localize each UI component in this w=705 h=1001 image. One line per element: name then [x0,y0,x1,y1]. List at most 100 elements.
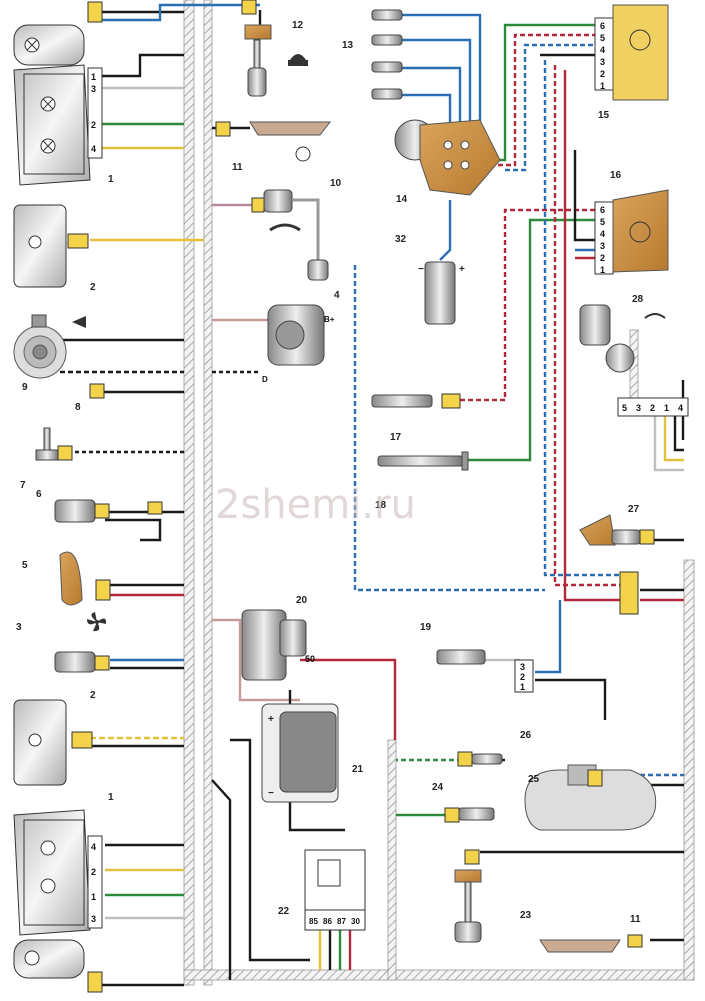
watermark: 2shemi.ru [215,482,416,528]
label-relay-22: 22 [278,906,290,917]
label-fog-top: 2 [90,282,96,293]
label-brake-11b: 11 [630,914,641,925]
sw15-pin-2: 2 [600,69,605,79]
oil-pressure-sensor-12: 12 [241,0,308,97]
label-brake-fluid-11: 11 [232,162,243,173]
m16-pin-4: 4 [600,229,605,239]
brake-warning-icon [295,146,311,162]
hl-top-pin-1: 1 [91,72,96,82]
m16-pin-1: 1 [600,265,605,275]
hl-bottom-pin-4: 3 [91,914,96,924]
horn: 9 8 [13,314,105,413]
label-battery-21: 21 [352,764,364,775]
fan-switch: 5 [22,551,111,632]
hl-bottom-pin-3: 1 [91,892,96,902]
label-sensor-27: 27 [628,504,640,515]
sensor-18: 18 [375,451,469,511]
hl-bottom-pin-1: 4 [91,842,96,852]
label-fog-bottom: 2 [90,690,96,701]
relay-87: 87 [337,917,346,926]
relay-30: 30 [351,917,360,926]
fog-lamp-top: 2 [13,204,96,293]
label-switch-6: 6 [36,489,42,500]
brake-sensor-11-bottom: 11 [539,914,643,953]
starter-50: 50 [305,654,315,664]
label-fan-switch: 5 [22,560,28,571]
distributor: 14 [394,119,501,205]
relay-86: 86 [323,917,332,926]
coil-plus: + [459,264,465,275]
bat-plus: + [268,714,274,725]
label-module-15: 15 [598,110,610,121]
label-module-16: 16 [610,170,622,181]
gen-d: D [262,375,268,384]
hl-top-pin-4: 4 [91,144,96,154]
sw15-pin-3: 3 [600,57,605,67]
label-temp-sensor-3: 3 [16,622,22,633]
label-distributor-14: 14 [396,194,408,205]
label-coil-32: 32 [395,234,407,245]
wiper-pin-1: 1 [664,403,669,413]
coil-minus: − [418,264,424,275]
bat-minus: − [268,788,274,799]
brake-fluid-sensor-11: 11 [215,121,332,173]
sw15-pin-6: 6 [600,21,605,31]
sw15-pin-1: 1 [600,81,605,91]
label-sensor-24: 24 [432,782,444,793]
label-sensor-19: 19 [420,622,432,633]
wiper-pin-2: 2 [650,403,655,413]
sensor-24: 24 [432,782,495,823]
generator: B+ D 4 [262,290,340,384]
sw15-pin-4: 4 [600,45,605,55]
hl-bottom-pin-2: 2 [91,867,96,877]
label-sensor-18: 18 [375,500,387,511]
battery-21: + − 21 [261,703,364,803]
hl-top-pin-2: 3 [91,84,96,94]
sensor-27: 27 [579,504,655,546]
label-horn: 9 [22,382,28,393]
oil-sensor: 7 [20,427,73,491]
ignition-module-15: 6 5 4 3 2 1 15 [594,4,669,121]
label-wiper-28: 28 [632,294,644,305]
wires [60,3,685,987]
temp-sensor-3: 3 [16,622,110,673]
wiper-pin-3: 3 [636,403,641,413]
label-horn-conn: 8 [75,402,81,413]
m16-pin-3: 3 [600,241,605,251]
washer-sensor-10: 10 [251,178,342,281]
sensor-26: 26 [457,730,532,767]
label-sensor-17: 17 [390,432,402,443]
m16-pin-6: 6 [600,205,605,215]
sensor-23: 23 [454,849,532,943]
sensor-19: 3 2 1 19 [420,622,534,693]
label-tank-25: 25 [528,774,540,785]
switch-6: 6 [36,489,163,523]
c19-pin-3: 3 [520,662,525,672]
connector-mid [619,571,639,615]
relay-22: 85 86 87 30 22 [278,849,366,931]
headlamp-top: 1 3 2 4 1 [13,1,114,186]
wiper-motor-28: 28 [579,294,666,373]
sw15-pin-5: 5 [600,33,605,43]
hl-top-pin-3: 2 [91,120,96,130]
label-sensor-26: 26 [520,730,532,741]
label-washer-10: 10 [330,178,342,189]
fan-icon [87,612,107,632]
tank-25: 25 [524,764,657,831]
wiper-pin-4: 4 [678,403,683,413]
label-headlamp-bottom: 1 [108,792,114,803]
oil-can-icon [288,54,308,66]
label-headlamp-top: 1 [108,174,114,185]
c19-pin-1: 1 [520,682,525,692]
label-spark-13: 13 [342,40,354,51]
c19-pin-2: 2 [520,672,525,682]
label-starter-20: 20 [296,595,308,606]
headlamp-bottom: 4 2 1 3 1 [13,792,114,993]
m16-pin-5: 5 [600,217,605,227]
label-oil-pressure-12: 12 [292,20,304,31]
label-oil-sensor: 7 [20,480,26,491]
gen-b-plus: B+ [324,315,335,324]
starter-20: 20 50 [241,595,315,681]
